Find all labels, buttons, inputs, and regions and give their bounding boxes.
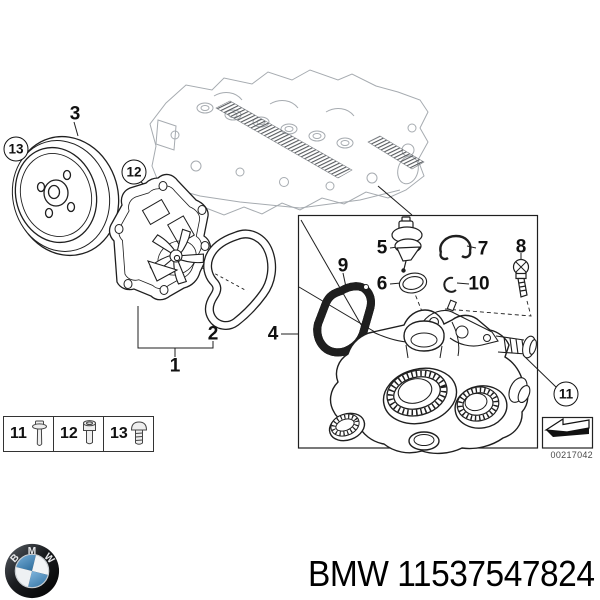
legend-item-11: 11 bbox=[4, 417, 53, 451]
port-left-small bbox=[328, 412, 366, 442]
callout-10: 10 bbox=[468, 273, 490, 295]
retaining-clip-drawing bbox=[439, 234, 472, 261]
drawing-id: 00217042 bbox=[550, 450, 593, 460]
pulley-drawing bbox=[11, 135, 120, 257]
pump-gasket-drawing bbox=[203, 229, 277, 330]
thermostat-insert-drawing bbox=[391, 216, 423, 273]
callout-circle-11: 11 bbox=[553, 381, 579, 407]
callout-circle-13: 13 bbox=[3, 136, 29, 162]
round-head-bolt-icon bbox=[130, 421, 148, 445]
bmw-logo: B M W bbox=[4, 543, 60, 599]
camshaft-hatch-band-2 bbox=[367, 135, 425, 170]
front-port-large bbox=[382, 367, 458, 425]
socket-head-bolt-icon bbox=[83, 420, 96, 445]
callout-5: 5 bbox=[376, 237, 388, 259]
callout-4: 4 bbox=[267, 323, 279, 345]
legend-number: 11 bbox=[10, 425, 27, 442]
port-bottom bbox=[408, 431, 440, 451]
callout-7: 7 bbox=[477, 238, 489, 260]
hose-connector-right bbox=[495, 335, 537, 359]
front-port-right bbox=[454, 385, 508, 429]
bolt-legend: 11 12 13 bbox=[3, 416, 154, 452]
logo-letter-m: M bbox=[28, 546, 36, 557]
profile-gasket-drawing bbox=[317, 285, 371, 353]
roundel-quadrants bbox=[15, 554, 49, 588]
legend-number: 12 bbox=[60, 425, 78, 442]
thermostat-housing-drawing bbox=[328, 299, 537, 455]
camshaft-hatch-band bbox=[215, 100, 353, 179]
temp-sensor-drawing bbox=[512, 258, 530, 298]
o-ring-drawing bbox=[398, 272, 428, 294]
flange-bolt-icon bbox=[32, 420, 47, 446]
callout-2: 2 bbox=[207, 323, 219, 345]
connector-bottom-right bbox=[508, 377, 531, 404]
part-number-title: BMW 11537547824 bbox=[308, 553, 595, 594]
direction-arrow-icon bbox=[541, 416, 594, 449]
callout-8: 8 bbox=[515, 236, 527, 258]
small-o-ring-drawing bbox=[443, 276, 457, 293]
callout-6: 6 bbox=[376, 273, 388, 295]
legend-item-12: 12 bbox=[53, 417, 103, 451]
callout-9: 9 bbox=[337, 255, 349, 277]
callout-1: 1 bbox=[169, 355, 181, 377]
water-pump-drawing bbox=[108, 173, 211, 301]
pump-bolt-holes bbox=[114, 181, 210, 295]
legend-item-13: 13 bbox=[103, 417, 153, 451]
legend-number: 13 bbox=[110, 425, 128, 442]
thermostat-port bbox=[403, 320, 445, 359]
callout-circle-12: 12 bbox=[121, 159, 147, 185]
engine-head-drawing bbox=[149, 69, 429, 216]
callout-3: 3 bbox=[69, 103, 81, 125]
